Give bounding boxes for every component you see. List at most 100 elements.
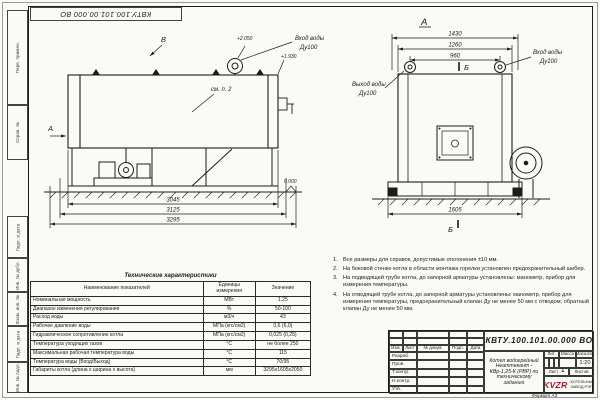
tb-empty [467,360,484,369]
tb-col-podp: Подп. [449,345,467,352]
title-block: Изм. Лист № докум. Подп. Дата Разраб. Пр… [388,330,594,394]
dimension-lines-side [49,150,297,228]
tb-sheet-label: Лист [548,368,559,374]
cell-value: 50-100 [254,304,312,315]
view-a-title: А [420,17,427,28]
stamp-label: Инв. № подл. [15,362,21,393]
stamp-label: Взам. инв. № [15,294,20,324]
cell-value: 70/95 [254,357,312,368]
cell-units: °С [202,357,256,368]
view-side: Вход воды Ду100 +2.050 +1.930 0.000 см. … [44,35,325,228]
view-v-label: В [161,35,166,44]
tb-product-title: Котел водогрейный Неаттекант - КВр-1,25-… [484,351,544,394]
tb-empty [417,385,449,394]
tech-characteristics: Технические характеристики Наименование … [30,271,312,377]
tb-empty [417,352,449,361]
table-row: Диапазон изменения регулирования%50-100 [30,304,312,315]
note-3: 3.На подводящей трубе котла, до запорной… [333,275,590,289]
cell-value: не более 250 [254,339,312,350]
tb-col-list: Лист [403,345,417,352]
tb-empty [417,377,449,386]
notes-block: 1.Все размеры для справок, допустимые от… [333,257,590,315]
tb-empty [449,385,467,394]
boiler-body-front [397,73,513,183]
tb-empty [449,377,467,386]
note-4: 4.На отводящей трубе котла, до запорной … [333,292,590,313]
stamp-label: Подп. и дата [15,330,20,358]
note-1: 1.Все размеры для справок, допустимые от… [333,257,590,264]
kvzr-logo: KVZR [544,379,568,390]
note-number: 2. [333,266,338,273]
cell-units: мм [202,366,256,377]
tb-sheets-label: Листов [569,368,594,376]
dimension-lines-front [387,34,523,218]
outlet-flange-front [404,61,416,73]
cell-units: % [202,304,256,315]
tech-characteristics-table: Технические характеристики Наименование … [30,271,312,377]
note-text: На боковой стенке котла в области монтаж… [343,266,586,273]
drain-fitting [277,97,294,114]
doc-number-flipped-text: КВТУ.100.101.00.000 ВО [60,9,152,19]
tb-col-doc: № докум. [417,345,449,352]
cell-value: 0,025 (0,25) [254,331,312,341]
cell-value: 3295х1605х2050 [254,366,312,377]
tech-table-title: Технические характеристики [124,272,217,279]
tb-scale-value: 1:20 [576,358,594,368]
view-a-label: А [47,124,53,133]
elevation-mid-value: +1.930 [281,54,297,60]
cell-name: Рабочее давление воды [30,322,204,333]
burner-unit [93,148,153,187]
inlet-flange-side [227,58,243,75]
tb-lit-cell [549,358,554,368]
tb-lit-label: Лит. [544,351,559,358]
tb-empty [467,352,484,361]
cell-units: м3/ч [202,313,256,324]
cell-units: МПа (кгс/см2) [202,322,256,333]
col-header-units: Единицы измерения [202,281,256,297]
tb-empty [389,338,403,345]
view-front: А 1430 1260 960 1605 Б Б Выход воды Ду10… [352,17,563,234]
tb-empty [389,331,403,338]
section-b-label-bottom: Б [448,225,453,234]
access-panel [436,125,474,161]
cell-name: Температура воды (Вход/Выход) [30,357,204,368]
tb-col-izm: Изм. [389,345,403,352]
stamp-inv-podl: Инв. № подл. [7,362,28,393]
stamp-vzam-inv: Взам. инв. № [7,292,28,326]
note-text: На подводящей трубе котла, до запорной а… [343,275,576,289]
note-number: 1. [333,257,338,263]
tb-sheet-value: 1 [561,368,565,375]
cell-name: Температура уходящих газов [30,339,204,350]
table-row: Габариты котла (длина х ширина х высота)… [30,366,312,377]
doc-number-flipped-stamp: КВТУ.100.101.00.000 ВО [30,7,182,21]
tb-empty [417,338,449,345]
tb-empty [403,338,417,345]
cell-units: МПа (кгс/см2) [202,331,256,341]
cell-units: °С [202,348,256,359]
tb-empty [449,368,467,378]
dim-1605: 1605 [448,208,462,214]
stamp-sprav: Справ. № [7,105,28,160]
inlet-leader [240,41,293,61]
inlet-dn-label-front: Ду100 [539,59,558,65]
tb-row-nkontr: Н.контр. [389,377,417,386]
tb-row-tkontr: Т.контр. [389,368,417,378]
tb-empty [449,331,467,338]
inlet-flange-front [494,61,506,73]
tb-row-razrab: Разраб. [389,352,417,361]
tb-empty [449,352,467,361]
tb-empty [467,368,484,378]
boiler-body-side [67,74,279,149]
stamp-label: Подп. и дата [15,223,20,251]
elevation-zero-value: 0.000 [284,179,297,185]
stamp-label: Инв. № дубл. [15,260,21,290]
tb-lit-cell [544,358,549,368]
tb-lit-cell [554,358,559,368]
inlet-water-label: Вход воды [295,36,325,42]
section-b-label-top: Б [464,63,469,72]
